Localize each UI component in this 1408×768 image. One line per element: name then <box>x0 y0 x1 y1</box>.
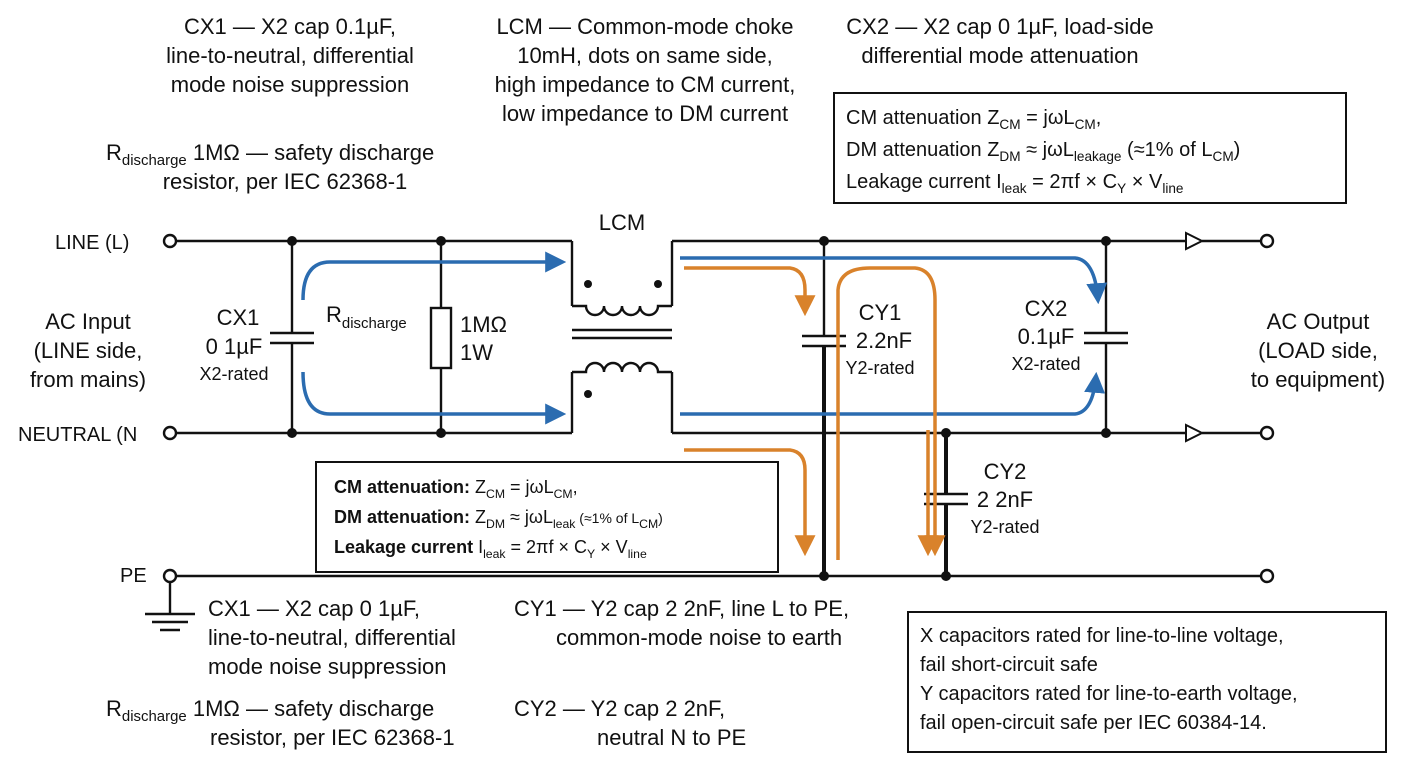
note-lcm-top: LCM — Common-mode choke 10mH, dots on sa… <box>495 14 796 126</box>
note-rdischarge-top: Rdischarge 1MΩ — safety discharge resist… <box>106 140 434 194</box>
svg-text:2 2nF: 2 2nF <box>977 487 1033 512</box>
dm-current-path <box>301 251 1108 425</box>
cm-current-path <box>684 266 946 560</box>
common-mode-choke <box>570 262 674 405</box>
label-ac-output: AC Output (LOAD side, to equipment) <box>1251 309 1386 392</box>
note-cx1-bottom: CX1 — X2 cap 0 1µF, line-to-neutral, dif… <box>208 596 456 679</box>
label-ac-input: AC Input (LINE side, from mains) <box>30 309 146 392</box>
svg-text:neutral N to PE: neutral N to PE <box>597 725 746 750</box>
formula-box-mid: CM attenuation: ZCM = jωLCM, DM attenuat… <box>315 461 779 573</box>
label-lcm: LCM <box>599 210 645 235</box>
note-cy1-bottom: CY1 — Y2 cap 2 2nF, line L to PE, common… <box>514 596 849 650</box>
note-rdischarge-bottom: Rdischarge 1MΩ — safety discharge resist… <box>106 696 455 750</box>
note-cx1-top: CX1 — X2 cap 0.1µF, line-to-neutral, dif… <box>166 14 414 97</box>
svg-text:high impedance to CM current,: high impedance to CM current, <box>495 72 796 97</box>
label-cy2: CY2 2 2nF Y2-rated <box>970 459 1039 537</box>
svg-text:to equipment): to equipment) <box>1251 367 1386 392</box>
svg-text:CM attenuation: ZCM = jωLCM,: CM attenuation: ZCM = jωLCM, <box>334 477 578 501</box>
svg-text:DM attenuation ZDM ≈ jωLleaka: DM attenuation ZDM ≈ jωLleakage (≈1% of … <box>846 139 1240 164</box>
label-r-value: 1MΩ 1W <box>460 312 507 365</box>
svg-text:LCM — Common-mode choke: LCM — Common-mode choke <box>496 14 793 39</box>
svg-text:Leakage current Ileak = 2πf ×: Leakage current Ileak = 2πf × CY × Vline <box>846 171 1184 196</box>
svg-text:mode noise suppression: mode noise suppression <box>208 654 446 679</box>
svg-text:CX1 — X2 cap 0.1µF,: CX1 — X2 cap 0.1µF, <box>184 14 396 39</box>
svg-text:2.2nF: 2.2nF <box>856 328 912 353</box>
svg-text:Y2-rated: Y2-rated <box>970 517 1039 537</box>
svg-text:from mains): from mains) <box>30 367 146 392</box>
note-cx2-top: CX2 — X2 cap 0 1µF, load-side differenti… <box>846 14 1153 68</box>
label-cy1: CY1 2.2nF Y2-rated <box>845 300 914 378</box>
svg-text:mode noise suppression: mode noise suppression <box>171 72 409 97</box>
capacitor-cx1 <box>270 236 314 438</box>
svg-text:(LOAD side,: (LOAD side, <box>1258 338 1378 363</box>
svg-text:AC Input: AC Input <box>45 309 131 334</box>
terminal-label-line: LINE (L) <box>55 232 129 254</box>
terminal-line-out <box>1259 233 1275 249</box>
terminal-pe-out <box>1259 568 1275 584</box>
svg-text:resistor, per IEC 62368-1: resistor, per IEC 62368-1 <box>210 725 455 750</box>
svg-text:CM attenuation ZCM = jωLCM,: CM attenuation ZCM = jωLCM, <box>846 107 1101 132</box>
output-arrow-line-icon <box>1185 231 1205 251</box>
svg-text:CX2 — X2 cap 0 1µF, load-side: CX2 — X2 cap 0 1µF, load-side <box>846 14 1153 39</box>
note-cy2-bottom: CY2 — Y2 cap 2 2nF, neutral N to PE <box>514 696 746 750</box>
label-rdischarge: Rdischarge <box>326 302 407 332</box>
line-conductor <box>177 239 1260 262</box>
terminal-neutral-out <box>1259 425 1275 441</box>
capacitor-rating-box: X capacitors rated for line-to-line volt… <box>907 611 1387 753</box>
svg-text:1W: 1W <box>460 340 493 365</box>
capacitor-cy2 <box>924 428 968 581</box>
svg-text:fail short-circuit safe: fail short-circuit safe <box>920 654 1098 676</box>
neutral-conductor <box>177 405 1260 435</box>
svg-text:X capacitors rated for line-t: X capacitors rated for line-to-line volt… <box>920 625 1284 647</box>
svg-text:fail open-circuit safe per IEC: fail open-circuit safe per IEC 60384-14. <box>920 712 1267 734</box>
svg-text:(LINE side,: (LINE side, <box>34 338 143 363</box>
svg-text:CY2 — Y2 cap 2 2nF,: CY2 — Y2 cap 2 2nF, <box>514 696 725 721</box>
svg-text:line-to-neutral, differential: line-to-neutral, differential <box>208 625 456 650</box>
label-cx2: CX2 0.1µF X2-rated <box>1011 296 1080 374</box>
svg-text:CY2: CY2 <box>984 459 1027 484</box>
svg-text:DM attenuation: ZDM ≈ jωLleak: DM attenuation: ZDM ≈ jωLleak (≈1% of LC… <box>334 507 663 531</box>
svg-text:0.1µF: 0.1µF <box>1018 324 1075 349</box>
svg-text:AC Output: AC Output <box>1267 309 1370 334</box>
svg-text:common-mode noise to earth: common-mode noise to earth <box>556 625 842 650</box>
svg-text:Y2-rated: Y2-rated <box>845 358 914 378</box>
svg-text:0 1µF: 0 1µF <box>206 334 263 359</box>
terminal-line-in <box>162 233 178 249</box>
svg-text:Y capacitors rated for line-t: Y capacitors rated for line-to-earth vol… <box>920 683 1298 705</box>
svg-text:resistor, per IEC 62368-1: resistor, per IEC 62368-1 <box>163 169 408 194</box>
svg-text:CY1: CY1 <box>859 300 902 325</box>
svg-text:line-to-neutral, differential: line-to-neutral, differential <box>166 43 414 68</box>
terminal-pe-in <box>162 568 178 584</box>
output-arrow-neutral-icon <box>1185 423 1205 443</box>
resistor-rdischarge <box>429 236 453 438</box>
terminal-neutral-in <box>162 425 178 441</box>
svg-text:10mH, dots on same side,: 10mH, dots on same side, <box>517 43 773 68</box>
label-cx1: CX1 0 1µF X2-rated <box>199 305 268 384</box>
terminal-label-pe: PE <box>120 565 147 587</box>
svg-text:Rdischarge 1MΩ — safety discha: Rdischarge 1MΩ — safety discharge <box>106 140 434 169</box>
earth-ground-icon <box>145 582 195 632</box>
svg-text:low impedance to DM current: low impedance to DM current <box>502 101 788 126</box>
formula-box-top: CM attenuation ZCM = jωLCM, DM attenuati… <box>833 92 1347 204</box>
svg-text:X2-rated: X2-rated <box>199 364 268 384</box>
svg-text:1MΩ: 1MΩ <box>460 312 507 337</box>
svg-text:differential mode attenuation: differential mode attenuation <box>861 43 1138 68</box>
svg-text:CY1 — Y2 cap 2 2nF, line L to: CY1 — Y2 cap 2 2nF, line L to PE, <box>514 596 849 621</box>
svg-text:CX1: CX1 <box>217 305 260 330</box>
svg-text:CX1 — X2 cap 0 1µF,: CX1 — X2 cap 0 1µF, <box>208 596 420 621</box>
svg-text:Rdischarge 1MΩ — safety discha: Rdischarge 1MΩ — safety discharge <box>106 696 434 725</box>
svg-text:Leakage current Ileak = 2πf ×: Leakage current Ileak = 2πf × CY × Vline <box>334 537 647 561</box>
terminal-label-neutral: NEUTRAL (N <box>18 424 137 446</box>
svg-text:X2-rated: X2-rated <box>1011 354 1080 374</box>
svg-text:CX2: CX2 <box>1025 296 1068 321</box>
